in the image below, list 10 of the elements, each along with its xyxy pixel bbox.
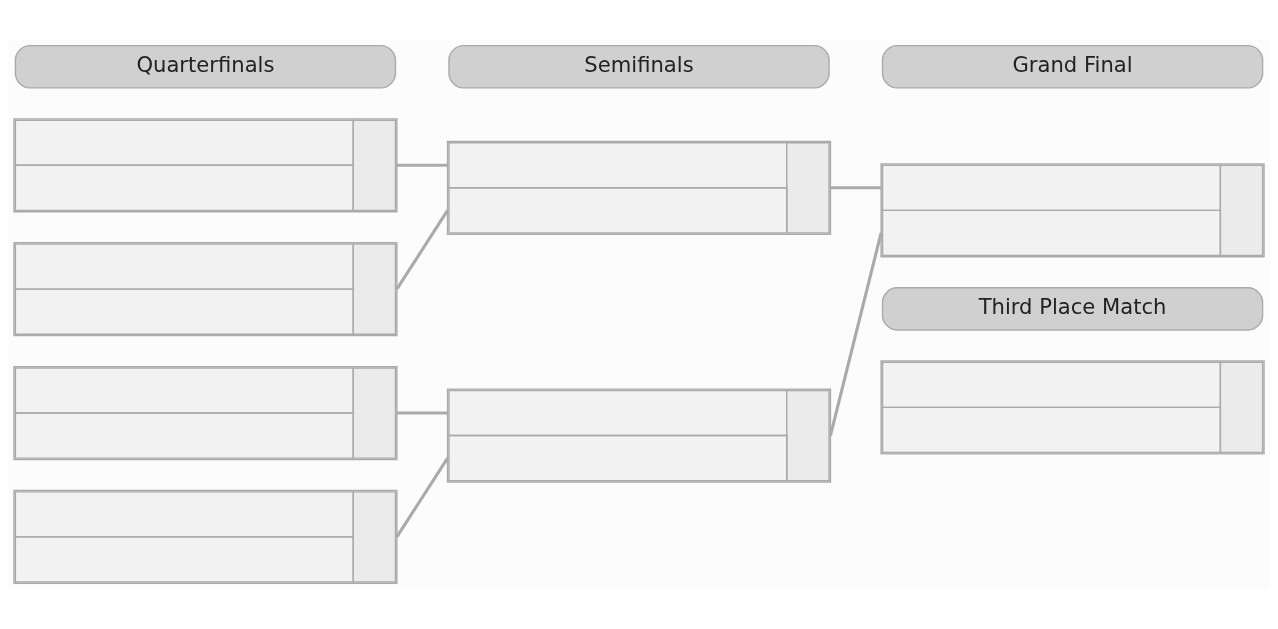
connector — [396, 163, 448, 167]
connector — [395, 457, 449, 538]
node-box: Grand Final — [881, 44, 1264, 89]
connector — [395, 209, 449, 290]
connector — [828, 232, 883, 436]
node-box: Third Place Match — [881, 287, 1264, 331]
connector — [396, 411, 448, 415]
connector — [830, 186, 882, 190]
node-box: Semifinals — [448, 44, 830, 89]
node-box: Quarterfinals — [14, 44, 397, 89]
